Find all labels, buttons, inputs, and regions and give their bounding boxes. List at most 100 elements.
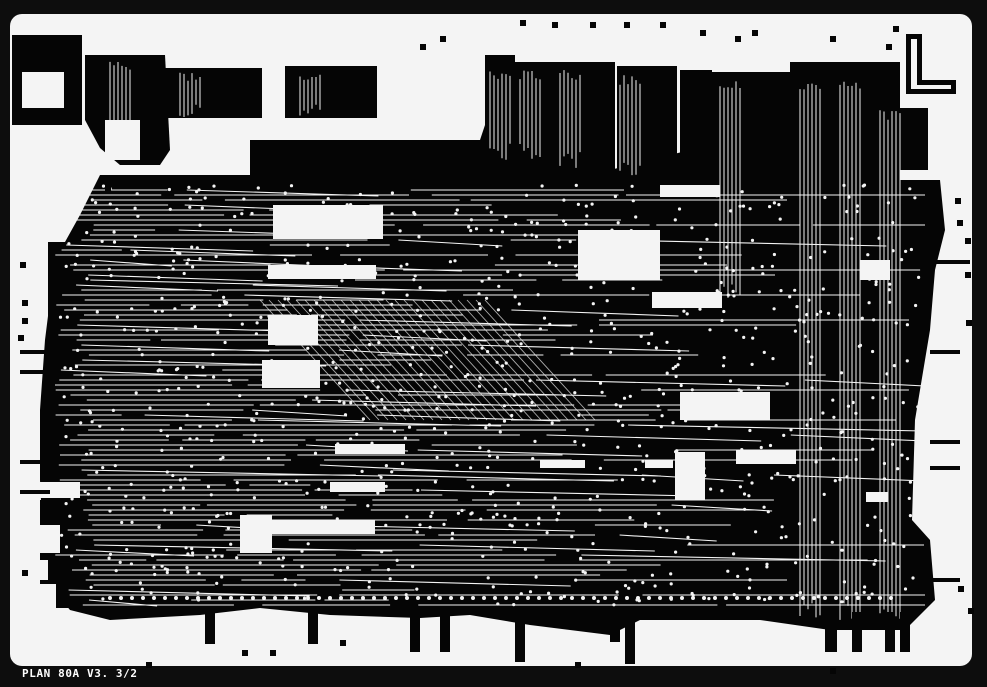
edge-tabs	[20, 260, 970, 664]
via-pad	[328, 596, 332, 600]
via-pad	[801, 596, 805, 600]
via-pad	[735, 596, 739, 600]
via-pad	[620, 478, 625, 482]
via-pad	[745, 567, 749, 571]
trace-segment	[349, 299, 461, 421]
trace-segment	[88, 274, 263, 282]
via-pad	[215, 424, 219, 428]
via-pad	[197, 572, 201, 576]
via-pad	[106, 389, 110, 394]
via-pad	[150, 553, 155, 558]
via-pad	[809, 417, 813, 422]
via-pad	[901, 401, 905, 405]
via-pad	[140, 353, 144, 357]
edge-pad	[575, 662, 581, 668]
edge-pad	[624, 22, 630, 28]
via-pad	[415, 587, 419, 591]
via-pad	[498, 430, 502, 434]
trace-segment	[392, 469, 661, 477]
via-pad	[174, 596, 178, 600]
via-pad	[363, 402, 368, 406]
edge-pad	[830, 36, 836, 42]
via-pad	[726, 569, 730, 573]
via-pad	[187, 185, 191, 189]
via-pad	[108, 202, 112, 206]
via-pad	[284, 596, 288, 600]
via-pad	[862, 590, 866, 595]
via-pad	[129, 482, 133, 486]
via-pad	[794, 561, 798, 565]
via-pad	[896, 564, 900, 569]
via-pad	[70, 195, 74, 200]
via-pad	[442, 522, 446, 527]
via-pad	[882, 477, 887, 481]
via-pad	[669, 582, 673, 586]
via-pad	[346, 243, 350, 247]
via-pad	[302, 596, 307, 600]
via-pad	[240, 322, 244, 326]
via-pad	[132, 328, 136, 332]
via-pad	[70, 497, 74, 501]
trace-segment	[339, 579, 571, 587]
via-pad	[715, 194, 719, 198]
via-pad	[903, 587, 908, 591]
via-pad	[508, 523, 512, 527]
via-pad	[145, 328, 149, 332]
via-pad	[485, 296, 489, 300]
edge-pad	[28, 50, 34, 56]
trace-segment	[144, 414, 364, 422]
via-pad	[64, 435, 68, 439]
via-pad	[74, 365, 79, 369]
via-pad	[101, 597, 105, 601]
via-pad	[550, 421, 554, 425]
via-pad	[255, 321, 259, 325]
via-pad	[469, 218, 473, 222]
via-pad	[641, 581, 645, 585]
via-pad	[349, 437, 353, 441]
via-pad	[227, 378, 231, 382]
via-pad	[152, 596, 156, 600]
via-pad	[469, 512, 473, 516]
via-pad	[262, 596, 266, 600]
via-pad	[449, 365, 453, 369]
via-pad	[486, 465, 490, 470]
via-pad	[545, 531, 549, 535]
via-pad	[831, 398, 835, 402]
via-pad	[618, 404, 623, 408]
via-pad	[715, 289, 719, 293]
via-pad	[738, 485, 743, 489]
via-pad	[64, 545, 69, 549]
via-pad	[724, 596, 728, 600]
via-pad	[867, 596, 871, 600]
copper-traces	[55, 61, 926, 620]
via-pad	[553, 496, 557, 500]
via-pad	[622, 396, 627, 400]
via-pad	[333, 568, 337, 572]
via-pad	[201, 365, 205, 369]
via-pad	[163, 508, 167, 512]
via-pad	[747, 473, 751, 477]
via-pad	[317, 217, 321, 221]
via-pad	[600, 390, 604, 394]
via-pad	[712, 304, 716, 308]
via-pad	[62, 395, 66, 399]
via-pad	[708, 328, 712, 332]
trace-segment	[319, 464, 449, 472]
edge-pad	[958, 586, 964, 592]
via-pad	[184, 546, 188, 550]
trace-segment	[304, 299, 416, 421]
via-pad	[430, 346, 434, 350]
via-pad	[219, 457, 223, 461]
via-pad	[444, 395, 448, 399]
via-pad	[343, 413, 348, 417]
via-pad	[738, 204, 742, 208]
via-pad	[384, 484, 388, 488]
via-pad	[506, 339, 510, 343]
via-pad	[108, 596, 112, 600]
via-pad	[750, 238, 755, 242]
via-pad	[582, 443, 586, 447]
via-pad	[818, 446, 823, 450]
via-pad	[400, 461, 405, 466]
via-pad	[739, 389, 743, 393]
via-pad	[467, 225, 471, 229]
